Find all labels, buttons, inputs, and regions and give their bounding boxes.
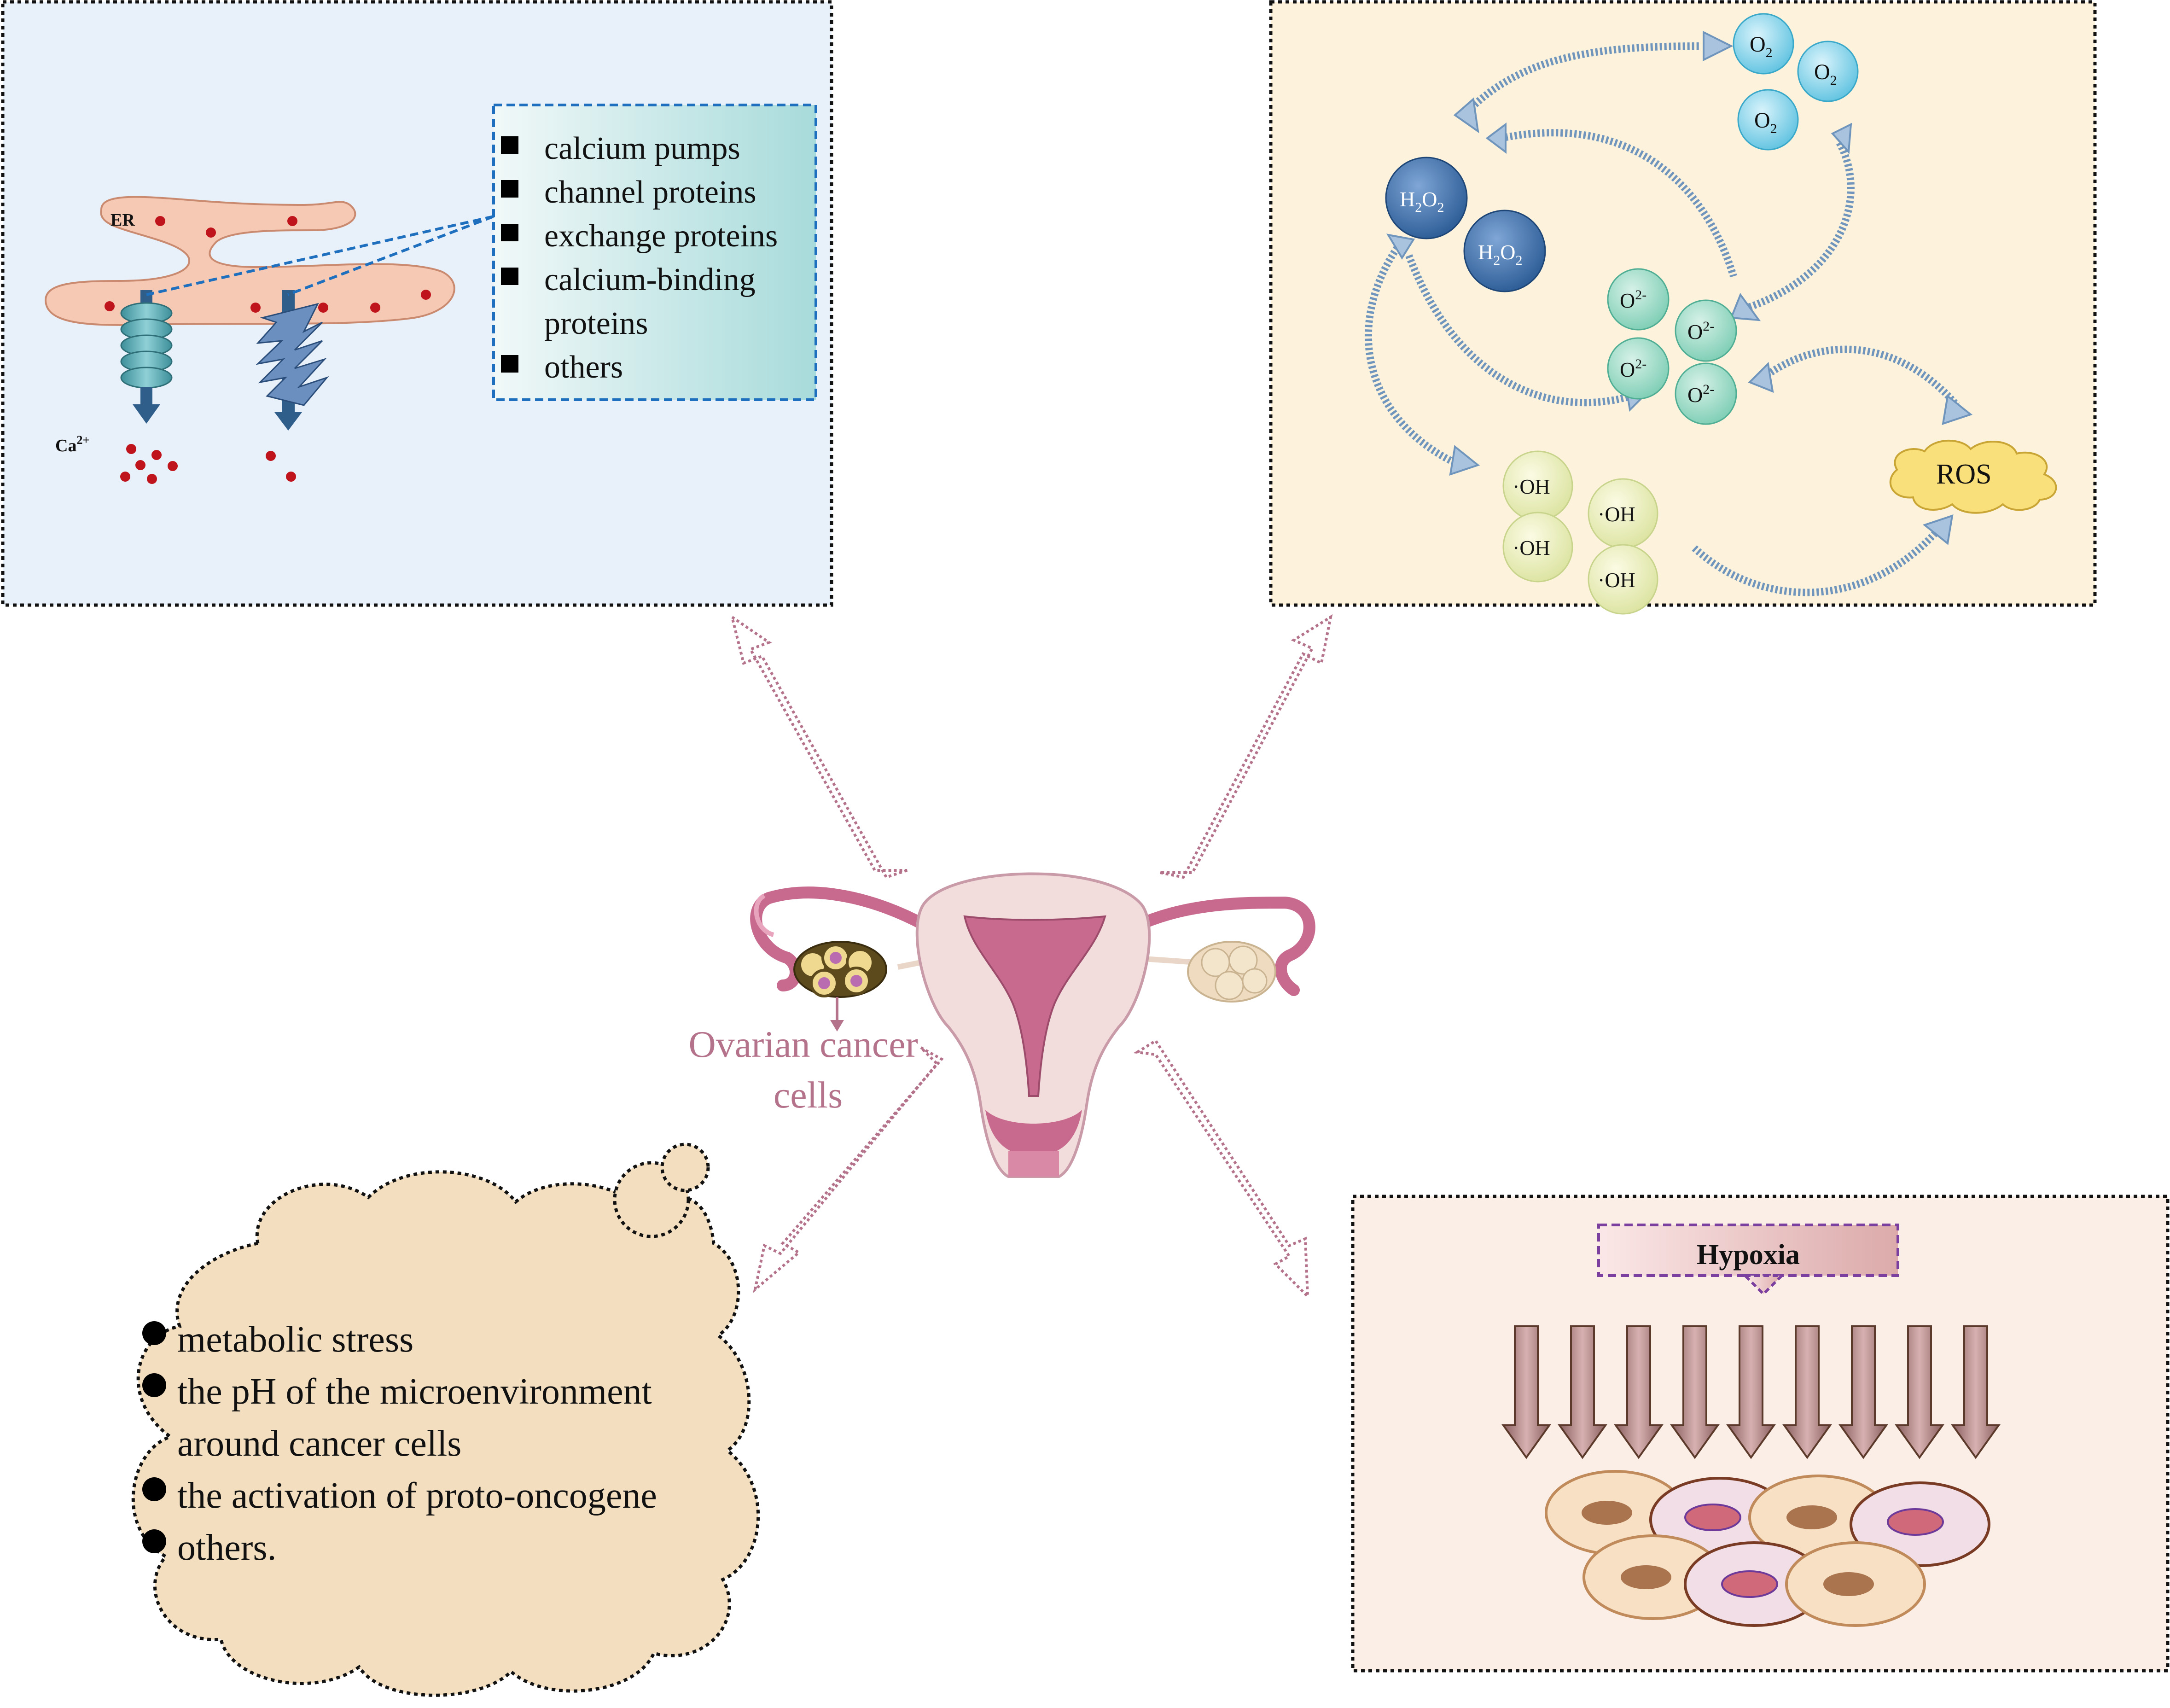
hypoxia-down-arrows <box>1501 1325 2001 1459</box>
ovarian-cancer-label: Ovarian cancer cells <box>689 1023 928 1116</box>
bullet-dot <box>142 1321 166 1345</box>
callout-item-exchange-proteins: exchange proteins <box>544 218 778 254</box>
bullet-square <box>501 136 518 154</box>
svg-text:H2O2: H2O2 <box>1478 240 1522 268</box>
svg-text:·OH: ·OH <box>1513 536 1550 560</box>
superoxide-molecule: O2- <box>1607 268 1670 331</box>
ros-panel-frame <box>1269 0 2097 607</box>
center-connector-arrows <box>730 614 1333 1300</box>
oxygen-molecule: O2 <box>1737 89 1799 151</box>
arrow-to-hypoxia-panel <box>1133 1038 1309 1300</box>
svg-text:·OH: ·OH <box>1598 502 1635 526</box>
superoxide-molecule: O2- <box>1675 362 1737 425</box>
superoxide-molecule: O2- <box>1675 299 1737 362</box>
stress-item-others: others. <box>177 1527 277 1568</box>
callout-item-calcium-pumps: calcium pumps <box>544 131 740 166</box>
arrow-to-stress-cloud <box>753 1046 944 1293</box>
hydrogen-peroxide-molecule: H2O2 <box>1385 157 1468 239</box>
uterine-cavity <box>963 915 1106 1097</box>
tumor-cells <box>1545 1470 1990 1627</box>
oxygen-molecule: O2 <box>1733 13 1794 75</box>
ros-label: ROS <box>1936 459 1992 490</box>
stress-item-ph-cont: around cancer cells <box>177 1423 461 1464</box>
stress-item-ph: the pH of the microenvironment <box>177 1371 652 1412</box>
cell <box>1850 1481 1990 1567</box>
callout-connector-top <box>146 215 494 296</box>
bullet-square <box>501 268 518 285</box>
right-fallopian-tube <box>1131 896 1315 996</box>
callout-item-others: others <box>544 350 623 385</box>
er-calcium-panel: ER Ca2+ <box>1 0 833 607</box>
callout-list: calcium pumps channel proteins exchange … <box>501 131 778 385</box>
oxygen-molecule: O2 <box>1797 41 1859 102</box>
hydroxyl-radical: ·OH <box>1588 544 1658 615</box>
thought-bubble-small <box>660 1143 710 1192</box>
ros-arrowheads <box>1386 30 1973 545</box>
calcium-label: Ca2+ <box>55 433 89 455</box>
hydroxyl-radical: ·OH <box>1588 478 1658 549</box>
svg-text:O2-: O2- <box>1620 287 1646 312</box>
arrow-to-calcium-panel <box>730 614 908 879</box>
hydroxyl-radical: ·OH <box>1502 512 1573 583</box>
callout-item-channel-proteins: channel proteins <box>544 175 756 210</box>
callout-item-proteins: proteins <box>544 306 648 341</box>
bullet-dot <box>142 1529 166 1553</box>
bullet-square <box>501 224 518 241</box>
cloud-shape <box>131 1170 760 1697</box>
bullet-dot <box>142 1477 166 1501</box>
bullet-square <box>501 180 518 198</box>
ros-cycle-arrows <box>1364 42 1960 596</box>
arrow-to-ros-panel <box>1160 614 1333 879</box>
er-label: ER <box>111 210 135 230</box>
cell <box>1785 1541 1926 1627</box>
hypoxia-title: Hypoxia <box>1697 1239 1800 1271</box>
hydrogen-peroxide-molecule: H2O2 <box>1463 210 1546 292</box>
stress-item-metabolic: metabolic stress <box>177 1319 413 1360</box>
left-ovary-cancer <box>793 941 887 998</box>
svg-text:O2: O2 <box>1754 108 1777 136</box>
callout-connector-bottom <box>287 215 495 296</box>
svg-text:H2O2: H2O2 <box>1400 187 1444 215</box>
ros-cloud: ROS <box>1889 439 2057 514</box>
svg-text:·OH: ·OH <box>1598 568 1635 592</box>
uterus-illustration: Ovarian cancer cells <box>689 872 1315 1178</box>
bullet-square <box>501 355 518 373</box>
released-calcium-dots <box>120 444 296 484</box>
svg-text:O2: O2 <box>1750 32 1773 60</box>
calcium-protein-callout <box>492 104 817 401</box>
svg-text:·OH: ·OH <box>1513 475 1550 498</box>
stress-item-proto-oncogene: the activation of proto-oncogene <box>177 1475 657 1516</box>
svg-text:O2: O2 <box>1814 60 1837 88</box>
right-ovary <box>1187 941 1276 1003</box>
stress-list: metabolic stress the pH of the microenvi… <box>142 1319 657 1568</box>
svg-text:O2-: O2- <box>1687 319 1714 344</box>
hypoxia-title-box <box>1597 1224 1899 1277</box>
ros-panel: O2 O2 O2 H2O2 H2O2 O2- O2- <box>1269 0 2097 615</box>
channel-protein <box>120 290 173 424</box>
er-calcium-dots <box>105 216 431 313</box>
bullet-dot <box>142 1373 166 1397</box>
hypoxia-panel: Hypoxia <box>1351 1195 2170 1673</box>
pump-protein <box>256 290 329 431</box>
svg-text:O2-: O2- <box>1687 382 1714 407</box>
stress-factors-cloud: metabolic stress the pH of the microenvi… <box>131 1143 760 1697</box>
svg-text:O2-: O2- <box>1620 356 1646 381</box>
callout-item-calcium-binding: calcium-binding <box>544 262 756 297</box>
superoxide-molecule: O2- <box>1607 337 1670 400</box>
hydroxyl-radical: ·OH <box>1502 450 1573 521</box>
